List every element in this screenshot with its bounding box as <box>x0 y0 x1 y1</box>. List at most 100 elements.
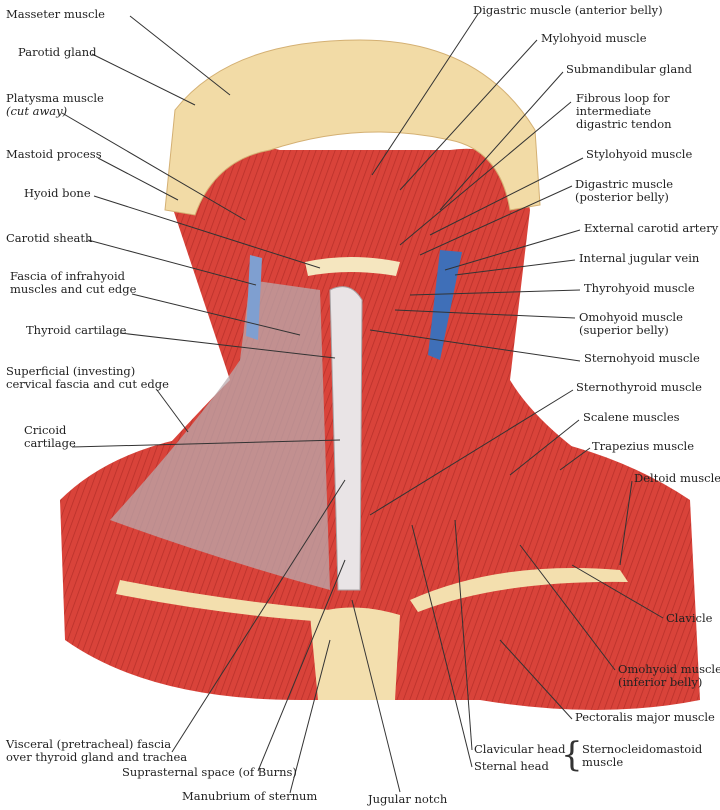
label-text: Thyrohyoid muscle <box>584 281 695 295</box>
label-text: Carotid sheath <box>6 231 93 245</box>
leader-line-cricoid <box>71 439 341 448</box>
label-trapezius: Trapezius muscle <box>592 440 694 453</box>
label-text: over thyroid gland and trachea <box>6 750 188 764</box>
internal-jugular-vein <box>428 250 462 360</box>
label-text: Mylohyoid muscle <box>541 31 647 45</box>
label-text: Sternocleidomastoid <box>582 742 703 756</box>
leader-line-mastoid <box>97 157 179 201</box>
label-hyoid: Hyoid bone <box>24 187 91 200</box>
label-digastric-anterior: Digastric muscle (anterior belly) <box>473 4 663 17</box>
label-text: Visceral (pretracheal) fascia <box>6 737 172 751</box>
leader-line-parotid <box>91 53 196 106</box>
label-text: (inferior belly) <box>618 675 703 689</box>
label-text: Jugular notch <box>368 792 448 806</box>
carotid-sheath-shape <box>246 255 262 340</box>
leader-line-pectoralis <box>499 639 573 720</box>
leader-line-manubrium <box>289 639 331 794</box>
leader-line-internal-jugular <box>454 259 576 276</box>
label-text: Stylohyoid muscle <box>586 147 693 161</box>
label-masseter: Masseter muscle <box>6 8 105 21</box>
leader-line-suprasternal <box>257 559 346 772</box>
label-clavicular-head: Clavicular head <box>474 743 565 756</box>
label-clavicle: Clavicle <box>666 612 712 625</box>
label-text: Mastoid process <box>6 147 102 161</box>
leader-line-sternohyoid <box>369 329 581 362</box>
label-text: Scalene muscles <box>583 410 680 424</box>
label-text: digastric tendon <box>576 117 672 131</box>
leader-line-mylohyoid <box>399 39 538 191</box>
leader-line-superficial-fascia <box>156 389 189 433</box>
leader-line-digastric-posterior <box>419 185 573 256</box>
leader-line-deltoid <box>619 480 633 566</box>
leader-line-visceral-fascia <box>171 479 346 753</box>
label-jugular-notch: Jugular notch <box>368 793 447 806</box>
leader-line-submandibular <box>439 71 564 211</box>
leader-line-thyrohyoid <box>409 289 581 296</box>
label-omohyoid-inferior: Omohyoid muscle(inferior belly) <box>618 663 720 689</box>
leader-line-omohyoid-superior <box>394 309 576 319</box>
label-text: Fascia of infrahyoid <box>10 269 125 283</box>
label-text: Submandibular gland <box>566 62 692 76</box>
leader-line-stylohyoid <box>429 157 584 236</box>
label-deltoid: Deltoid muscle <box>634 472 720 485</box>
label-suprasternal: Suprasternal space (of Burns) <box>122 766 297 779</box>
label-parotid: Parotid gland <box>18 46 96 59</box>
label-internal-jugular: Internal jugular vein <box>579 252 699 265</box>
leader-line-scalene <box>509 419 580 476</box>
brace-symbol: { <box>561 735 583 775</box>
label-text: Sternothyroid muscle <box>576 380 702 394</box>
manubrium <box>310 607 400 700</box>
label-text: Deltoid muscle <box>634 471 720 485</box>
label-external-carotid: External carotid artery <box>584 222 718 235</box>
label-pectoralis: Pectoralis major muscle <box>575 711 715 724</box>
label-text: Parotid gland <box>18 45 97 59</box>
label-platysma: Platysma muscle(cut away) <box>6 92 104 118</box>
leader-line-fibrous-loop <box>399 101 572 246</box>
label-text: Omohyoid muscle <box>618 662 720 676</box>
label-scalene: Scalene muscles <box>583 411 680 424</box>
label-text: Trapezius muscle <box>592 439 695 453</box>
hyoid <box>305 257 400 276</box>
label-text: Sternal head <box>474 759 549 773</box>
label-text: Platysma muscle <box>6 91 104 105</box>
leader-line-external-carotid <box>444 229 581 271</box>
label-sternal-head: Sternal head <box>474 760 549 773</box>
label-mylohyoid: Mylohyoid muscle <box>541 32 647 45</box>
label-text: Sternohyoid muscle <box>584 351 700 365</box>
label-text: cervical fascia and cut edge <box>6 377 169 391</box>
label-manubrium: Manubrium of sternum <box>182 790 317 803</box>
label-sternohyoid: Sternohyoid muscle <box>584 352 700 365</box>
label-text: Cricoid <box>24 423 67 437</box>
leader-line-sternothyroid <box>369 389 574 516</box>
leader-line-fascia-infrahyoid <box>131 293 301 336</box>
label-text: Hyoid bone <box>24 186 91 200</box>
label-text: Omohyoid muscle <box>579 310 683 324</box>
leader-line-jugular-notch <box>351 599 401 793</box>
label-text: Digastric muscle (anterior belly) <box>473 3 663 17</box>
trachea <box>329 286 363 591</box>
label-text: (superior belly) <box>579 323 669 337</box>
label-text: intermediate <box>576 104 652 118</box>
label-text: Clavicular head <box>474 742 566 756</box>
leader-lines <box>61 13 664 794</box>
label-text: Manubrium of sternum <box>182 789 318 803</box>
label-text: Pectoralis major muscle <box>575 710 715 724</box>
label-text: Masseter muscle <box>6 7 105 21</box>
clavicle-left <box>116 580 330 622</box>
label-digastric-posterior: Digastric muscle(posterior belly) <box>575 178 673 204</box>
label-text: Internal jugular vein <box>579 251 700 265</box>
label-mastoid: Mastoid process <box>6 148 102 161</box>
label-text: Digastric muscle <box>575 177 674 191</box>
label-text: Suprasternal space (of Burns) <box>122 765 297 779</box>
label-text: (cut away) <box>6 104 68 118</box>
label-text: muscle <box>582 755 624 769</box>
clavicle-right <box>410 568 628 612</box>
label-text: External carotid artery <box>584 221 719 235</box>
leader-line-omohyoid-inferior <box>519 544 616 671</box>
label-text: Thyroid cartilage <box>26 323 127 337</box>
leader-line-masseter <box>129 15 231 96</box>
label-submandibular: Submandibular gland <box>566 63 692 76</box>
label-sternothyroid: Sternothyroid muscle <box>576 381 702 394</box>
